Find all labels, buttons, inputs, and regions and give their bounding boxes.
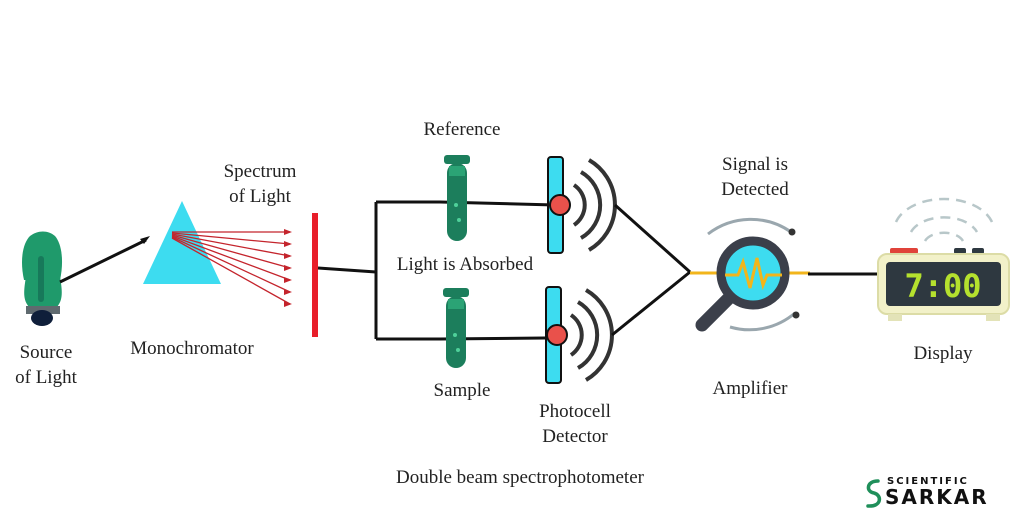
prism-icon [143, 201, 221, 284]
reference-photocell-icon [547, 156, 617, 254]
spectrum-bar [312, 213, 318, 337]
amplifier-magnifier-icon [690, 217, 810, 332]
monochromator-label: Monochromator [130, 338, 254, 359]
sample-label: Sample [433, 380, 491, 401]
reference-test-tube-icon [444, 155, 470, 241]
amplifier-label: Amplifier [712, 378, 788, 399]
digital-display-icon: 7:00 [877, 197, 1010, 321]
display-readout: 7:00 [904, 267, 981, 305]
scientific-sarkar-logo-icon [866, 479, 882, 508]
input-beam [59, 238, 147, 284]
display-label: Display [913, 343, 973, 364]
reference-label: Reference [423, 119, 501, 140]
light-bulb-icon [22, 231, 63, 326]
caption: Double beam spectrophotometer [396, 467, 644, 488]
light-absorbed-label: Light is Absorbed [396, 254, 534, 275]
brand-line2: SARKAR [885, 485, 989, 509]
sample-photocell-icon [545, 286, 614, 384]
dispersed-rays [171, 231, 291, 305]
brand-line1: SCIENTIFIC [887, 476, 969, 487]
beam-splitter-lines [317, 200, 556, 341]
brand-logo: SCIENTIFIC SARKAR [860, 473, 990, 509]
detector-to-amplifier-lines [611, 203, 691, 337]
sample-test-tube-icon [443, 288, 469, 368]
